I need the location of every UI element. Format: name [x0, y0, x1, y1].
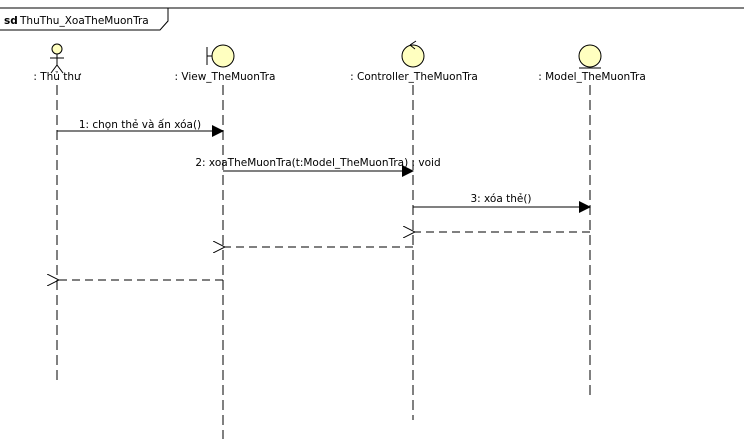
entity-icon [578, 44, 602, 69]
lifeline-thu-thu[interactable]: : Thủ thư [33, 43, 82, 385]
control-icon [401, 40, 425, 68]
lifeline-model[interactable]: : Model_TheMuonTra [538, 44, 646, 398]
lifeline-label: : Controller_TheMuonTra [350, 71, 478, 83]
message-label: 1: chọn thẻ và ấn xóa() [79, 119, 201, 131]
lifeline-view[interactable]: : View_TheMuonTra [175, 44, 276, 439]
actor-icon [50, 43, 64, 74]
lifeline-label: : View_TheMuonTra [175, 71, 276, 83]
lifeline-controller[interactable]: : Controller_TheMuonTra [350, 40, 478, 420]
sd-frame: sd ThuThu_XoaTheMuonTra [0, 7, 744, 31]
message-2[interactable]: 2: xoaTheMuonTra(t:Model_TheMuonTra) : v… [195, 157, 441, 177]
lifeline-label: : Model_TheMuonTra [538, 71, 646, 83]
lifeline-label: : Thủ thư [33, 71, 82, 83]
message-label: 3: xóa thẻ() [470, 193, 531, 205]
message-1[interactable]: 1: chọn thẻ và ấn xóa() [57, 119, 224, 137]
frame-name-tab [0, 7, 169, 31]
message-label: 2: xoaTheMuonTra(t:Model_TheMuonTra) : v… [195, 157, 440, 169]
message-3[interactable]: 3: xóa thẻ() [413, 193, 591, 213]
boundary-icon [206, 44, 235, 68]
frame-title: ThuThu_XoaTheMuonTra [19, 15, 149, 27]
frame-keyword: sd [4, 15, 18, 27]
